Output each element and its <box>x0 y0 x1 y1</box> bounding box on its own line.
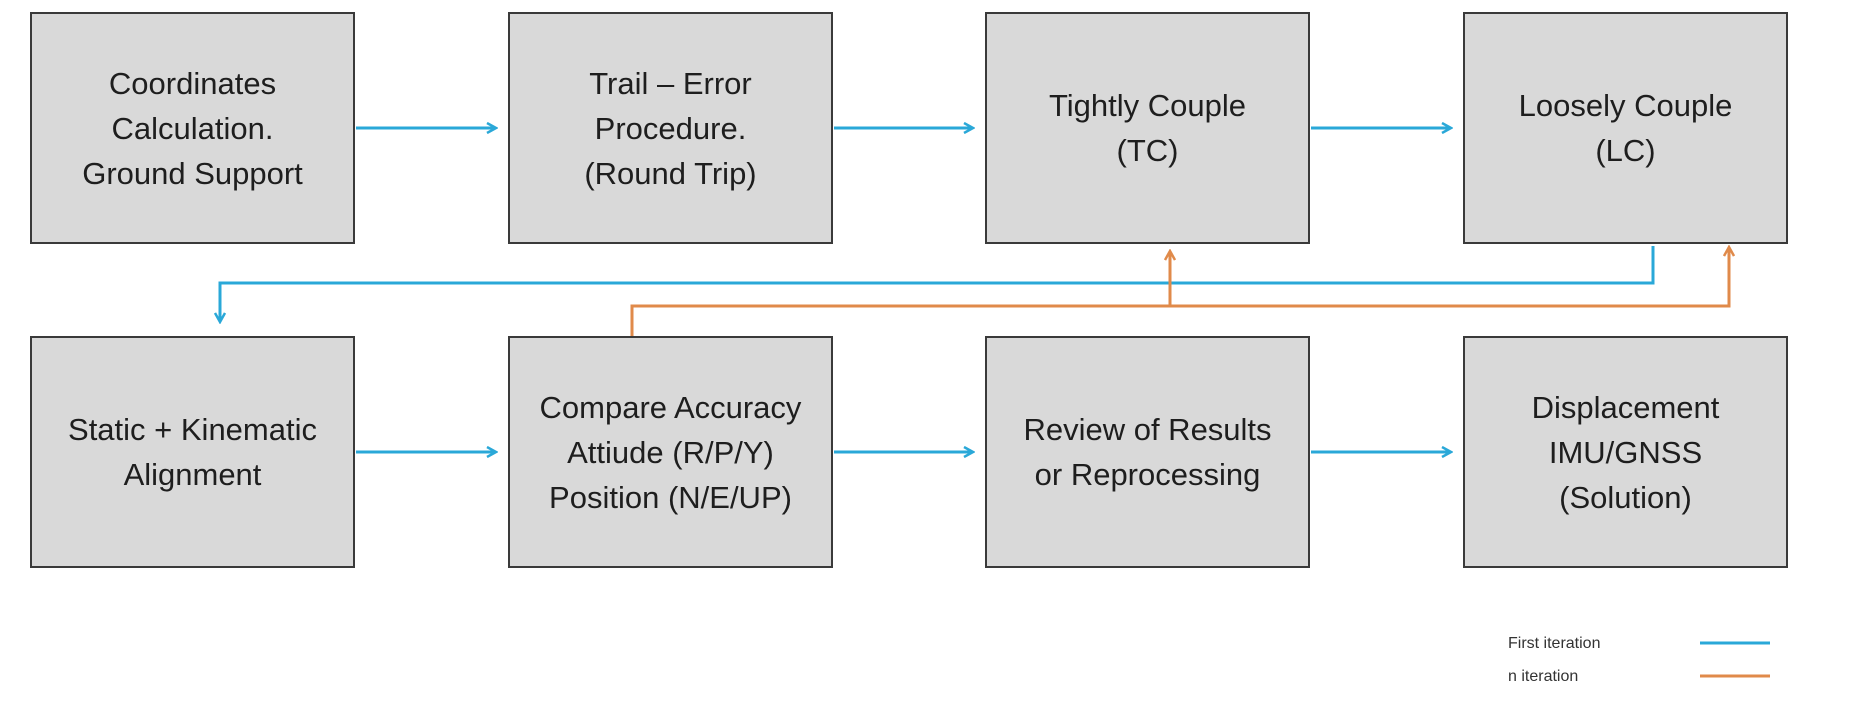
step-trail-error: Trail – Error Procedure. (Round Trip) <box>508 12 833 244</box>
step-text-line: Review of Results <box>1023 412 1272 447</box>
step-review-results: Review of Results or Reprocessing <box>985 336 1310 568</box>
step-static-kinematic-alignment: Static + Kinematic Alignment <box>30 336 355 568</box>
step-text-line: (Solution) <box>1559 479 1692 515</box>
step-loosely-couple: Loosely Couple (LC) <box>1463 12 1788 244</box>
arrow-b4-b5 <box>220 246 1655 322</box>
step-text-line: Coordinates <box>108 65 277 101</box>
step-text-line: Loosely Couple <box>1518 88 1733 123</box>
step-text-line: or Reprocessing <box>1034 457 1261 492</box>
step-text-line: Ground Support <box>82 155 303 191</box>
step-text-line: Compare Accuracy <box>539 389 802 425</box>
step-text-line: Position (N/E/UP) <box>549 479 792 515</box>
step-text-line: Procedure. <box>594 110 747 146</box>
step-tightly-couple: Tightly Couple (TC) <box>985 12 1310 244</box>
step-text-line: Displacement <box>1531 389 1720 425</box>
legend-n-iteration-label: n iteration <box>1508 668 1579 685</box>
step-text-line: Static + Kinematic <box>68 412 317 447</box>
step-text-line: IMU/GNSS <box>1548 434 1703 470</box>
step-text-line: (LC) <box>1595 133 1656 168</box>
step-text-line: Calculation. <box>111 110 274 146</box>
step-text-line: Trail – Error <box>589 65 752 101</box>
step-compare-accuracy: Compare Accuracy Attiude (R/P/Y) Positio… <box>508 336 833 568</box>
step-text-line: Alignment <box>123 457 262 492</box>
step-text-line: Attiude (R/P/Y) <box>567 434 774 470</box>
step-text-line: (TC) <box>1116 133 1179 168</box>
legend-first-iteration-label: First iteration <box>1508 635 1601 652</box>
arrow-b6-feedback <box>630 247 1729 336</box>
step-text-line: (Round Trip) <box>584 155 757 191</box>
step-coordinates-calculation: Coordinates Calculation. Ground Support <box>30 12 355 244</box>
step-displacement-solution: Displacement IMU/GNSS (Solution) <box>1463 336 1788 568</box>
step-text-line: Tightly Couple <box>1048 88 1246 123</box>
